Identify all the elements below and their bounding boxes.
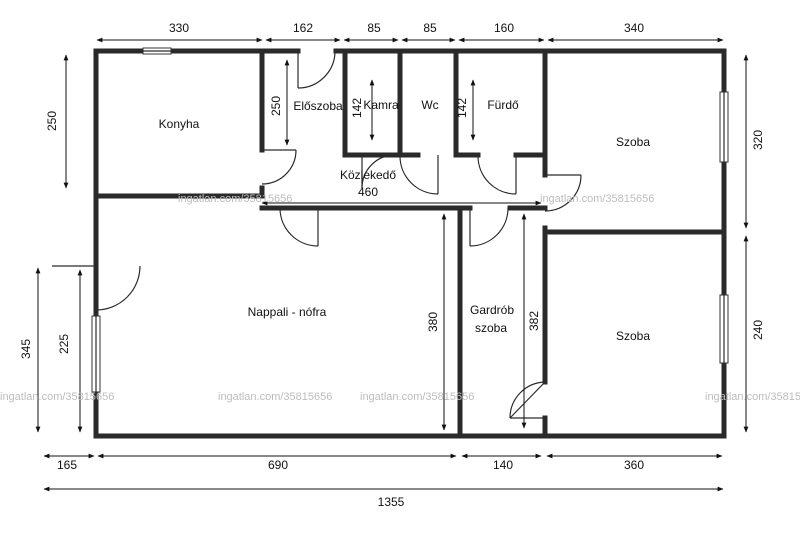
room-label-kamra: Kamra [363,98,399,112]
room-labels: Konyha Előszoba Kamra Wc Fürdő Szoba Köz… [159,98,651,343]
room-label-gardrob-szoba: szoba [475,321,507,335]
watermark-5: ingatlan.com/35815656 [360,391,474,403]
room-label-szoba-bottom: Szoba [616,329,650,343]
room-label-gardrob: Gardrób [470,303,514,317]
dim-bottom-szoba: 360 [624,458,644,472]
room-label-konyha: Konyha [159,117,200,131]
dim-top-eloszoba: 162 [293,21,313,35]
dimension-labels: 330 162 85 85 160 340 250 250 142 142 46… [19,21,765,509]
room-label-furdo: Fürdő [487,98,519,112]
watermark-1: ingatlan.com/35815656 [178,193,292,205]
walls [93,48,727,439]
dim-kamra-inner: 142 [350,98,364,118]
dim-left-total: 345 [19,339,33,359]
dimension-lines [35,37,749,492]
doors [52,50,582,419]
windows [91,47,729,393]
dim-right-szoba-bottom: 240 [751,320,765,340]
dim-bottom-offset: 165 [57,458,77,472]
watermarks: ingatlan.com/35815656 ingatlan.com/35815… [0,193,800,403]
room-label-wc: Wc [421,98,438,112]
dim-total: 1355 [378,495,405,509]
watermark-6: ingatlan.com/35815656 [705,391,800,403]
dim-top-kamra: 85 [367,21,381,35]
dim-top-szoba: 340 [624,21,644,35]
room-label-nappali: Nappali - nófra [248,305,327,319]
dim-gardrob-inner: 382 [527,311,541,331]
dim-furdo-inner: 142 [455,98,469,118]
dim-right-szoba-top: 320 [751,130,765,150]
dim-left-wall: 225 [57,334,71,354]
dim-top-wc: 85 [423,21,437,35]
dim-kozlekedo: 460 [358,185,378,199]
room-label-kozlekedo: Közlekedő [340,168,396,182]
dim-top-konyha: 330 [169,21,189,35]
room-label-szoba-top: Szoba [616,135,650,149]
dim-left-konyha: 250 [45,111,59,131]
watermark-4: ingatlan.com/35815656 [218,391,332,403]
dim-top-furdo: 160 [494,21,514,35]
dim-eloszoba-inner: 250 [269,96,283,116]
dim-nappali-inner: 380 [426,312,440,332]
dim-bottom-nappali: 690 [268,458,288,472]
watermark-2: ingatlan.com/35815656 [540,193,654,205]
room-label-eloszoba: Előszoba [293,99,343,113]
dim-bottom-gardrob: 140 [493,458,513,472]
watermark-3: ingatlan.com/35815656 [0,391,114,403]
